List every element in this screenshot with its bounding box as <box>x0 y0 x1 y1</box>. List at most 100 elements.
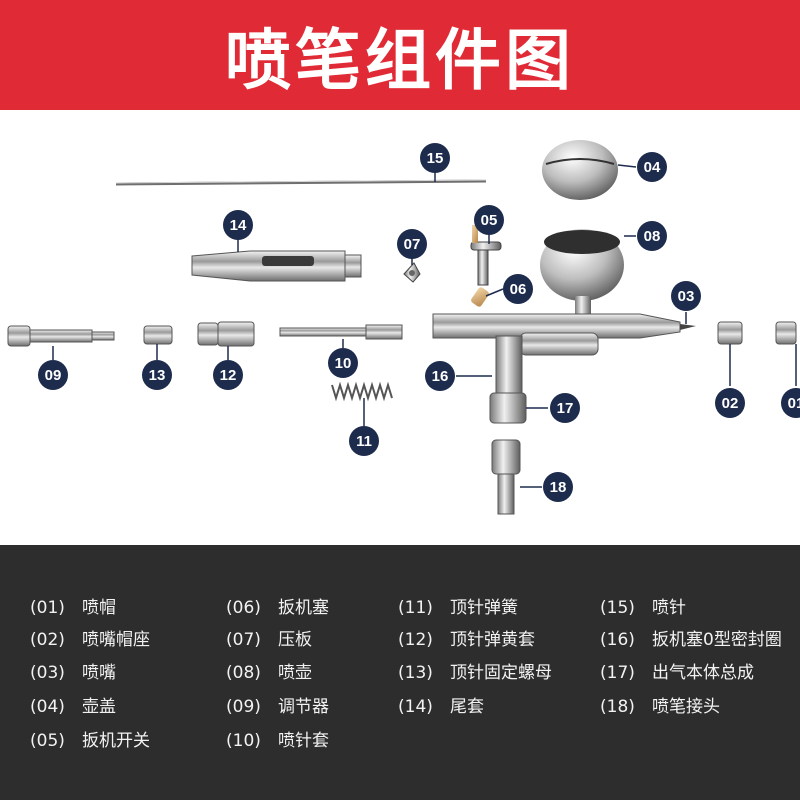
callout-circle <box>420 143 450 173</box>
legend-item: (05) 扳机开关 <box>30 726 150 751</box>
callout-01: 01 <box>781 388 800 418</box>
legend-item: (16) 扳机塞0型密封圈 <box>600 625 782 650</box>
callout-circle <box>213 360 243 390</box>
callout-circle <box>781 388 800 418</box>
exploded-diagram: 01 02 03 04 05 06 07 08 09 10 11 12 13 14 15 16 17 18 <box>0 110 800 545</box>
callout-label: 08 <box>644 228 661 245</box>
callout-label: 17 <box>557 400 574 417</box>
legend-item: (01) 喷帽 <box>30 593 116 618</box>
legend-name: 喷嘴帽座 <box>82 630 150 650</box>
callout-12: 12 <box>213 360 243 390</box>
callout-label: 16 <box>432 368 449 385</box>
legend-name: 喷针 <box>652 598 686 618</box>
legend-item: (03)喷嘴 <box>30 658 116 683</box>
legend-item: (17)出气本体总成 <box>600 658 754 683</box>
legend-name: 扳机开关 <box>82 731 150 751</box>
part-trigger-plug <box>471 287 489 307</box>
callout-07: 07 <box>397 229 427 259</box>
legend-code: (02) <box>30 630 65 650</box>
legend-item: (07)压板 <box>226 625 312 650</box>
part-spring-sleeve <box>197 321 255 347</box>
legend-item: (15)喷针 <box>600 593 686 618</box>
legend-code: (01) <box>30 598 65 618</box>
callout-circle <box>715 388 745 418</box>
legend-item: (14)尾套 <box>398 692 484 717</box>
part-needle <box>115 179 487 186</box>
part-trigger <box>470 225 502 286</box>
leader-lines <box>52 164 797 488</box>
page-title: 喷笔组件图 <box>225 22 575 99</box>
legend-code: (13) <box>398 663 433 683</box>
callout-18: 18 <box>543 472 573 502</box>
callout-08: 08 <box>637 221 667 251</box>
part-paint-cup <box>540 229 624 318</box>
legend-code: (17) <box>600 663 635 683</box>
legend-code: (04) <box>30 697 65 717</box>
part-pressure-plate <box>403 262 421 283</box>
part-needle-sleeve <box>279 324 403 340</box>
callout-circle <box>637 152 667 182</box>
part-tail-cover <box>191 250 362 282</box>
callout-10: 10 <box>328 348 358 378</box>
part-spray-cap <box>775 321 797 345</box>
callout-circle <box>474 205 504 235</box>
legend-item: (08)喷壶 <box>226 658 312 683</box>
legend-name: 扳机塞 <box>278 598 329 618</box>
legend-item: (09)调节器 <box>226 692 329 717</box>
callout-badges: 01 02 03 04 05 06 07 08 09 10 11 12 13 14 15 16 17 18 <box>38 143 800 502</box>
callout-05: 05 <box>474 205 504 235</box>
legend-name: 扳机塞0型密封圈 <box>652 630 782 650</box>
legend-item: (12)顶针弹黄套 <box>398 625 535 650</box>
callout-circle <box>142 360 172 390</box>
callout-06: 06 <box>503 274 533 304</box>
callout-09: 09 <box>38 360 68 390</box>
legend-name: 顶针固定螺母 <box>450 663 552 683</box>
legend-name: 喷笔接头 <box>652 697 720 717</box>
legend-code: (05) <box>30 731 65 751</box>
callout-circle <box>397 229 427 259</box>
legend-name: 喷针套 <box>278 731 329 751</box>
callout-label: 15 <box>427 150 444 167</box>
callout-label: 10 <box>335 355 352 372</box>
legend-item: (10) 喷针套 <box>226 726 329 751</box>
legend-name: 喷帽 <box>82 598 116 618</box>
callout-label: 05 <box>481 212 498 229</box>
callout-label: 01 <box>788 395 800 412</box>
legend-code: (07) <box>226 630 261 650</box>
callout-03: 03 <box>671 281 701 311</box>
callout-13: 13 <box>142 360 172 390</box>
legend-code: (09) <box>226 697 261 717</box>
airbrush-diagram-svg: 01 02 03 04 05 06 07 08 09 10 11 12 13 14 15 16 17 18 <box>7 140 800 515</box>
legend-name: 顶针弹簧 <box>450 598 518 618</box>
legend-code: (03) <box>30 663 65 683</box>
callout-14: 14 <box>223 210 253 240</box>
legend-code: (12) <box>398 630 433 650</box>
callout-circle <box>543 472 573 502</box>
callout-circle <box>223 210 253 240</box>
legend-code: (16) <box>600 630 635 650</box>
callout-circle <box>425 361 455 391</box>
callout-label: 13 <box>149 367 166 384</box>
callout-label: 04 <box>644 159 661 176</box>
callout-label: 06 <box>510 281 527 298</box>
legend-code: (10) <box>226 731 261 751</box>
callout-label: 09 <box>45 367 62 384</box>
legend-name: 喷壶 <box>278 663 312 683</box>
legend-name: 尾套 <box>450 697 484 717</box>
legend-panel: (01) 喷帽 (02) 喷嘴帽座 (03)喷嘴 (04) 壶盖 (05) 扳机开关 (06)扳机… <box>0 545 800 800</box>
legend-item: (18)喷笔接头 <box>600 692 720 717</box>
callout-11: 11 <box>349 426 379 456</box>
callout-circle <box>550 393 580 423</box>
callout-label: 02 <box>722 395 739 412</box>
callout-15: 15 <box>420 143 450 173</box>
callout-17: 17 <box>550 393 580 423</box>
legend-item: (11)顶针弹簧 <box>398 593 518 618</box>
callout-circle <box>637 221 667 251</box>
part-fixing-nut <box>143 325 173 345</box>
part-cup-lid <box>542 140 618 200</box>
legend-item: (06)扳机塞 <box>226 593 329 618</box>
part-nozzle <box>680 324 696 330</box>
legend-name: 壶盖 <box>82 697 116 717</box>
callout-16: 16 <box>425 361 455 391</box>
part-spring <box>331 381 393 402</box>
